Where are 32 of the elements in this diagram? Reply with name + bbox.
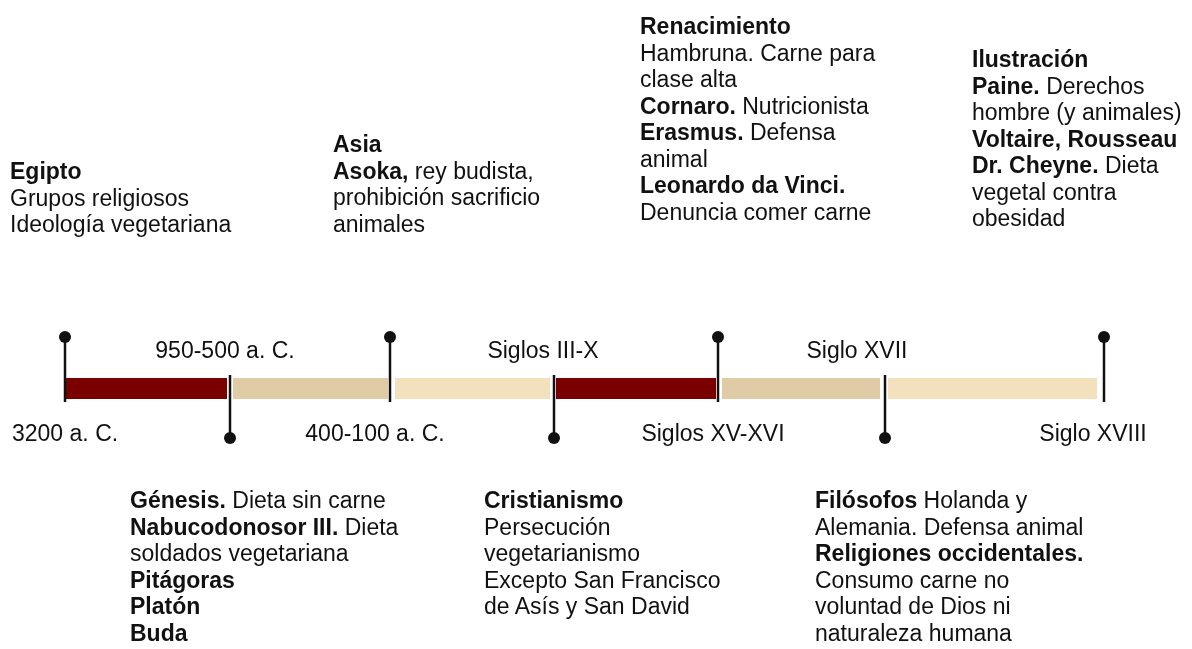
date-label: Siglos XV-XVI [641, 422, 785, 444]
event-note: Grupos religiosos [10, 184, 190, 211]
event-heading: Egipto [10, 158, 83, 185]
event-note: Nabucodonosor III. Dieta soldados vegetariana [130, 513, 400, 567]
event-note: Leonardo da Vinci. Denuncia comer carne [640, 172, 873, 225]
event-heading: Asia [333, 131, 383, 158]
event-note: Platón [130, 593, 202, 620]
event-note: Buda [130, 619, 189, 646]
event-heading: Cristianismo [484, 487, 625, 514]
event-note: Hambruna. Carne para clase alta [640, 39, 877, 93]
event-heading: Renacimiento [640, 13, 792, 40]
date-label: 400-100 a. C. [305, 422, 445, 444]
date-label: Siglo XVII [806, 339, 908, 361]
event-note: Excepto San Francisco de Asís y San David [484, 566, 722, 620]
event-note: Asoka, rey budista, prohibición sacrificio animales [333, 157, 542, 237]
event-note: Génesis. Dieta sin carne [130, 487, 387, 514]
event-heading: Ilustración [972, 46, 1090, 73]
event-note: Religiones occidentales. [815, 540, 1085, 567]
date-label: Siglos III-X [487, 339, 599, 361]
event-note: Filósofos Holanda y Alemania. Defensa animal [815, 487, 1085, 540]
event-note: Cornaro. Nutricionista [640, 92, 870, 119]
event-note: Pitágoras [130, 566, 236, 593]
event-note: Ideología vegetariana [10, 211, 233, 238]
event-note: Erasmus. Defensa animal [640, 119, 837, 172]
date-label: 3200 a. C. [12, 422, 119, 444]
event-note: Persecución vegetarianismo [484, 513, 641, 567]
event-note: Consumo carne no voluntad de Dios ni naturaleza humana [815, 566, 1013, 646]
date-label: Siglo XVIII [1039, 422, 1147, 444]
event-note: Paine. Derechos hombre (y animales) [972, 72, 1183, 126]
event-note: Dr. Cheyne. Dieta vegetal contra obesidad [972, 152, 1160, 232]
date-label: 950-500 a. C. [155, 339, 295, 361]
event-note: Voltaire, Rousseau [972, 125, 1179, 152]
